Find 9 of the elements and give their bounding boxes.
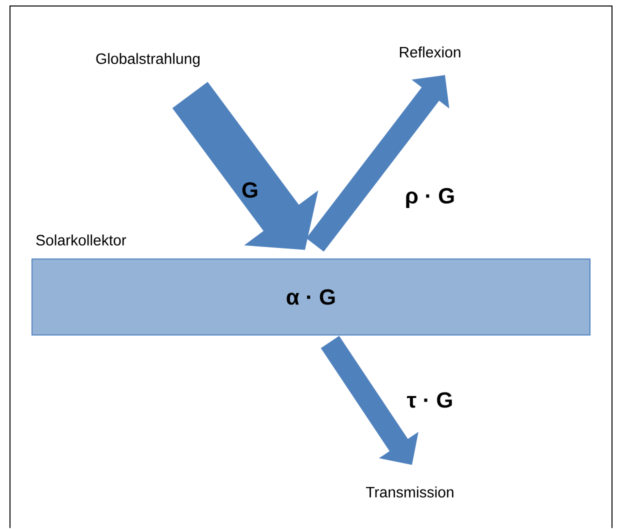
- block-arrow: [172, 82, 318, 250]
- edge-label: G: [242, 182, 258, 198]
- edge-label: ρ · G: [406, 188, 454, 208]
- node-label: Globalstrahlung: [96, 53, 200, 67]
- node-label: Transmission: [366, 486, 454, 498]
- node-label: Reflexion: [400, 46, 460, 58]
- node-label: Solarkollektor: [36, 234, 126, 246]
- edge-label: τ · G: [406, 392, 452, 408]
- collector-box: α · G Solarkollektor: [32, 234, 590, 336]
